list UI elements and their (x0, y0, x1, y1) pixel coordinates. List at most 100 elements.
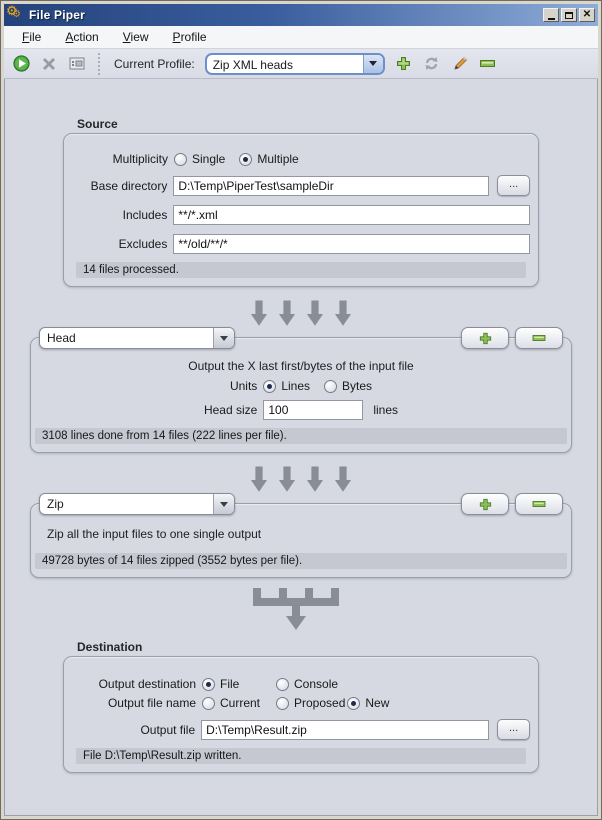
multiplicity-multiple-radio[interactable] (239, 152, 253, 166)
maximize-icon (565, 11, 573, 19)
down-arrow-icon (334, 466, 352, 492)
head-type-combobox[interactable]: Head (39, 327, 235, 349)
title-bar[interactable]: ⚙⚙ File Piper ✕ (4, 3, 598, 26)
profile-combobox-arrow[interactable] (362, 54, 383, 73)
down-arrow-icon (250, 466, 268, 492)
profile-combobox[interactable]: Zip XML heads (204, 52, 385, 75)
app-gears-icon: ⚙⚙ (6, 3, 21, 20)
zip-remove-step-button[interactable] (515, 493, 563, 515)
base-directory-label: Base directory (90, 178, 168, 193)
source-panel: Multiplicity Single Multiple Base direct… (63, 133, 539, 287)
current-profile-label: Current Profile: (114, 56, 195, 71)
head-size-label: Head size (203, 403, 258, 417)
source-status: 14 files processed. (76, 262, 526, 278)
head-combobox-arrow[interactable] (213, 328, 234, 348)
head-section: Head Output the X last first/bytes of th… (30, 327, 572, 453)
main-content: Source Multiplicity Single Multiple Base… (4, 79, 598, 816)
head-remove-step-button[interactable] (515, 327, 563, 349)
down-arrow-icon (306, 466, 324, 492)
toolbar-separator (98, 52, 100, 75)
cancel-button[interactable] (40, 55, 58, 73)
head-size-unit-label: lines (373, 403, 399, 417)
minimize-icon (547, 14, 555, 20)
menu-bar: File Action View Profile (4, 26, 598, 49)
menu-profile[interactable]: Profile (172, 30, 207, 44)
output-file-label: Output file (140, 722, 196, 737)
units-label: Units (229, 379, 258, 393)
window-title: File Piper (29, 8, 86, 22)
destination-title: Destination (77, 640, 143, 654)
destination-status: File D:\Temp\Result.zip written. (76, 748, 526, 764)
head-description: Output the X last first/bytes of the inp… (188, 359, 414, 373)
flow-arrows-head-zip (5, 453, 597, 503)
minimize-button[interactable] (543, 8, 559, 22)
zip-add-step-button[interactable] (461, 493, 509, 515)
chevron-down-icon (369, 61, 378, 66)
units-bytes-radio[interactable] (324, 379, 337, 393)
zip-panel: Zip Zip all the input files to one singl… (30, 493, 572, 578)
merge-arrow-icon (253, 588, 339, 630)
zip-combobox-arrow[interactable] (213, 494, 234, 514)
output-file-name-label: Output file name (107, 696, 196, 710)
output-file-name-current-radio[interactable] (202, 696, 215, 710)
head-panel: Head Output the X last first/bytes of th… (30, 327, 572, 453)
includes-input[interactable] (173, 205, 530, 225)
base-directory-browse-button[interactable]: ... (497, 175, 530, 196)
head-status: 3108 lines done from 14 files (222 lines… (35, 428, 567, 444)
menu-action[interactable]: Action (65, 30, 99, 44)
lines-label: Lines (281, 379, 310, 393)
output-file-input[interactable] (201, 719, 490, 740)
down-arrow-icon (278, 466, 296, 492)
toolbar: Current Profile: Zip XML heads (4, 49, 598, 79)
chevron-down-icon (220, 335, 228, 341)
details-button[interactable] (68, 55, 86, 73)
output-file-name-new-radio[interactable] (347, 696, 361, 710)
output-destination-console-radio[interactable] (276, 677, 289, 691)
refresh-profile-icon[interactable] (423, 55, 441, 73)
zip-type-combobox[interactable]: Zip (39, 493, 235, 515)
file-label: File (220, 677, 240, 691)
flow-arrows-source-head (5, 287, 597, 337)
multiplicity-label: Multiplicity (112, 152, 168, 166)
remove-profile-button[interactable] (479, 55, 497, 73)
new-label: New (365, 696, 390, 710)
output-destination-label: Output destination (98, 677, 196, 691)
edit-profile-button[interactable] (451, 55, 469, 73)
close-icon: ✕ (582, 9, 592, 20)
run-button[interactable] (12, 55, 30, 73)
excludes-input[interactable] (173, 234, 530, 254)
down-arrow-icon (278, 300, 296, 326)
base-directory-input[interactable] (173, 175, 490, 196)
down-arrow-icon (250, 300, 268, 326)
multiplicity-single-radio[interactable] (174, 152, 187, 166)
plus-icon (479, 498, 491, 510)
zip-description: Zip all the input files to one single ou… (47, 527, 262, 541)
output-destination-file-radio[interactable] (202, 677, 215, 691)
output-file-browse-button[interactable]: ... (497, 719, 530, 740)
maximize-button[interactable] (561, 8, 577, 22)
console-label: Console (294, 677, 339, 691)
zip-status: 49728 bytes of 14 files zipped (3552 byt… (35, 553, 567, 569)
head-add-step-button[interactable] (461, 327, 509, 349)
includes-label: Includes (122, 208, 168, 222)
source-title: Source (77, 117, 118, 131)
destination-panel: Output destination File Console Output f… (63, 656, 539, 773)
head-type-value: Head (47, 331, 76, 345)
current-label: Current (220, 696, 261, 710)
output-file-name-proposed-radio[interactable] (276, 696, 289, 710)
multiple-label: Multiple (257, 152, 299, 166)
add-profile-button[interactable] (395, 55, 413, 73)
close-button[interactable]: ✕ (579, 8, 595, 22)
chevron-down-icon (220, 501, 228, 507)
zip-section: Zip Zip all the input files to one singl… (30, 493, 572, 578)
menu-view[interactable]: View (122, 30, 149, 44)
source-section: Source Multiplicity Single Multiple Base… (63, 117, 539, 287)
units-lines-radio[interactable] (263, 379, 277, 393)
head-size-input[interactable] (263, 400, 364, 420)
menu-file[interactable]: File (22, 30, 42, 44)
bytes-label: Bytes (342, 379, 373, 393)
flow-merge-arrow (5, 578, 597, 640)
zip-type-value: Zip (47, 497, 64, 511)
excludes-label: Excludes (118, 237, 168, 251)
